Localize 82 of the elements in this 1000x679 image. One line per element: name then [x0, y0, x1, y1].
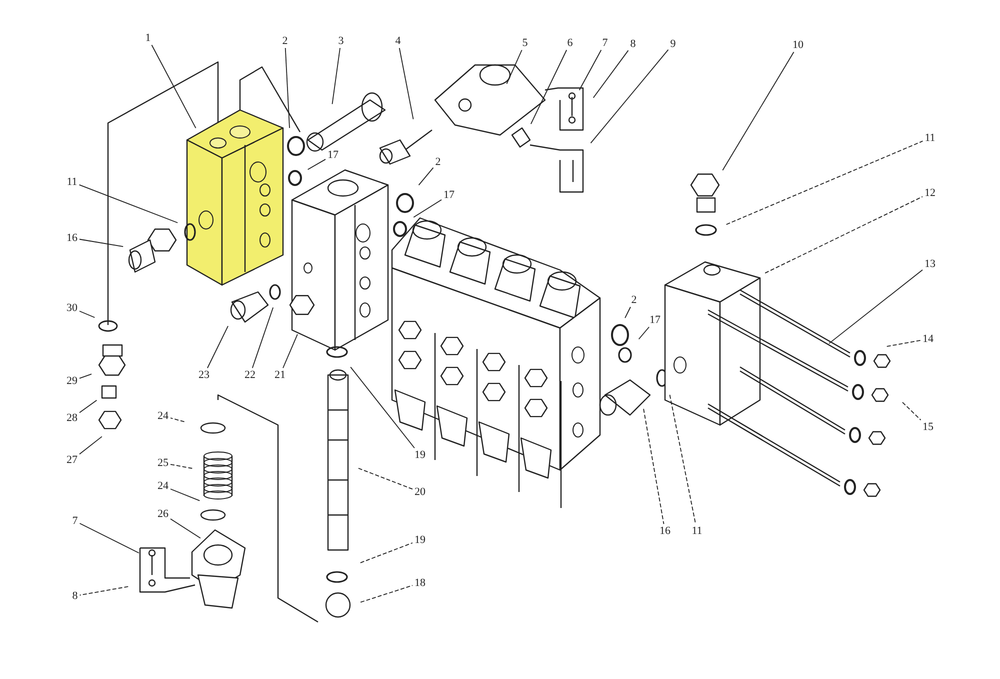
leader-line	[398, 48, 414, 120]
leader-line	[530, 50, 568, 124]
leader-line	[252, 307, 274, 368]
leader-line	[643, 408, 664, 524]
callout-number: 14	[922, 333, 934, 345]
leader-line	[170, 464, 193, 469]
callout-number: 17	[442, 189, 456, 201]
callout-number: 21	[274, 369, 286, 381]
callout-number: 11	[924, 132, 936, 144]
callout-number: 17	[648, 314, 662, 326]
callout-number: 7	[71, 515, 79, 527]
leader-line	[669, 394, 696, 524]
callout-number: 13	[924, 258, 936, 270]
callout-number: 20	[414, 486, 426, 498]
leader-line	[282, 334, 298, 368]
leader-line	[284, 48, 290, 128]
callout-number: 9	[669, 38, 677, 50]
callout-number: 25	[156, 457, 170, 469]
callout-number: 26	[156, 508, 170, 520]
leader-line	[332, 48, 340, 105]
leader-line	[360, 584, 413, 603]
callout-number: 2	[281, 35, 289, 47]
callout-number: 12	[924, 187, 936, 199]
callout-number: 5	[521, 37, 529, 49]
leader-line	[886, 340, 921, 347]
leader-line	[79, 374, 92, 379]
callout-number: 24	[156, 480, 170, 492]
leader-line	[418, 167, 434, 186]
callout-number: 10	[792, 39, 804, 51]
leader-line	[350, 366, 415, 448]
callout-number: 30	[66, 302, 78, 314]
leader-line	[170, 418, 185, 422]
callout-number: 28	[66, 412, 78, 424]
callout-number: 3	[337, 35, 345, 47]
leader-line	[79, 586, 129, 596]
leader-line	[764, 196, 923, 274]
callout-number: 27	[66, 454, 78, 466]
leader-line	[578, 50, 602, 91]
leader-line	[638, 326, 650, 340]
callout-number: 24	[156, 410, 170, 422]
leader-line	[170, 518, 201, 539]
callout-number: 2	[630, 294, 638, 306]
leader-line	[726, 140, 924, 225]
callout-number: 4	[394, 35, 402, 47]
leader-line	[360, 542, 413, 564]
callout-number: 16	[66, 232, 78, 244]
leader-line	[722, 52, 794, 171]
callout-number: 22	[244, 369, 256, 381]
leader-line	[79, 522, 140, 554]
leader-line	[592, 50, 629, 98]
callout-number: 15	[922, 421, 934, 433]
leader-line	[413, 199, 442, 218]
callout-number: 1	[144, 32, 152, 44]
callout-number: 23	[198, 369, 210, 381]
callout-number: 16	[658, 525, 672, 537]
leader-line	[79, 238, 124, 247]
leader-line	[624, 306, 631, 318]
leader-line	[358, 468, 413, 490]
leader-line	[151, 44, 196, 128]
callout-number: 2	[434, 156, 442, 168]
callout-number: 11	[690, 525, 704, 537]
callout-number: 18	[414, 577, 426, 589]
leader-line	[828, 269, 923, 344]
leader-line	[79, 400, 98, 414]
leader-line	[902, 402, 922, 420]
leader-line	[506, 50, 522, 84]
callout-number: 8	[71, 590, 79, 602]
callout-number: 17	[326, 149, 340, 161]
leader-line	[590, 49, 669, 144]
callout-number: 19	[414, 534, 426, 546]
leader-line	[207, 326, 228, 368]
leader-line	[170, 488, 200, 502]
leader-line	[78, 184, 178, 224]
callout-number: 11	[66, 176, 78, 188]
leader-line	[307, 158, 326, 170]
callout-number: 19	[414, 449, 426, 461]
callout-number: 29	[66, 375, 78, 387]
callout-number: 8	[629, 38, 637, 50]
leader-line	[79, 310, 96, 318]
callout-number: 6	[566, 37, 574, 49]
leader-line	[79, 436, 102, 455]
callout-number: 7	[601, 37, 609, 49]
